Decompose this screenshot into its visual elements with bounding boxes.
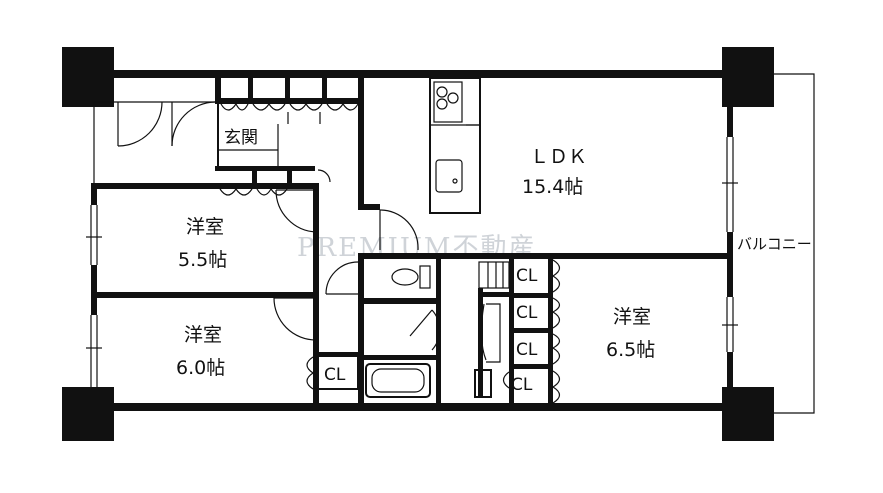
closet-label: CL [516,303,538,323]
balcony-outline [774,73,815,414]
column-top-right [722,47,774,107]
balcony-label: バルコニー [737,235,812,253]
wall-right-upper [727,107,733,137]
shoe-closet-post-4 [322,78,327,102]
closet-bed60-wall [316,352,362,357]
column-bottom-left [62,387,114,441]
wall-cl-col-right [548,256,553,366]
column-bottom-right [722,387,774,441]
cl-column-doors [502,259,561,404]
shoe-closet-post-1 [215,78,221,102]
wall-right-mid [727,232,733,297]
closet-label: CL [516,340,538,360]
bathtub-icon [365,363,431,398]
wall-bed55-bed60 [91,292,316,298]
ldk-door [379,209,419,251]
window-right-lower [722,297,738,352]
shoe-closet-post-2 [248,78,253,102]
wall-left-lower [91,265,97,315]
wall-bed55-top [91,183,316,189]
wall-cl-1-bottom [509,293,553,298]
wall-bath-top [358,355,438,360]
sink-icon [435,159,463,193]
wall-cl-3-bottom [509,364,553,369]
toilet-icon [391,265,431,289]
wall-bottom [114,403,722,411]
wall-wash-bar [478,292,514,297]
washbasin-icon [478,261,510,363]
closet-label: CL [511,375,533,395]
wall-cl-2-bottom [509,328,553,333]
window-left-upper [86,205,102,265]
window-right-upper [722,137,738,232]
wall-toilet-left [358,256,364,411]
wall-hall-ldk [358,78,364,208]
column-top-left [62,47,114,107]
closet-label: CL [324,365,346,385]
closet-bed55-doors [219,188,288,196]
closet-bed55-box [215,166,315,171]
entrance-door [117,101,216,147]
wall-toilet-bottom [358,298,440,304]
closet-bed55-post2 [287,166,292,186]
washroom-door [409,309,441,351]
bedroom-65-size: 6.5帖 [606,339,655,361]
bedroom-55-size: 5.5帖 [178,249,227,271]
bed55-door [275,189,317,233]
bedroom-65-name: 洋室 [613,306,651,328]
window-left-lower [86,315,102,387]
wall-wet-right [436,253,441,411]
wall-toilet-top [358,253,440,259]
bedroom-60-size: 6.0帖 [176,357,225,379]
entrance-label: 玄関 [224,128,258,148]
ldk-name: ＬＤＫ [530,146,587,168]
ldk-size: 15.4帖 [522,176,583,198]
wall-left-upper [91,185,97,205]
wall-cl-4-right [548,366,553,406]
wall-top [114,70,722,78]
shoe-closet-doors [220,103,359,124]
bedroom-55-name: 洋室 [186,216,224,238]
stove-icon [433,81,463,123]
toilet-door [325,261,359,295]
wall-ldk-bottom [436,253,730,259]
closet-label: CL [516,266,538,286]
closet-bed60-doors [306,356,314,390]
shoe-closet-post-3 [285,78,290,102]
washroom-cabinet [474,369,492,398]
wall-right-lower [727,352,733,387]
wall-wash-right [478,288,483,398]
wall-hall-ldk-return [358,204,380,210]
closet-bed55-post1 [252,166,257,186]
kitchen-counter [429,77,481,214]
bed60-door [273,297,317,341]
hall-door-top [317,169,331,183]
bedroom-60-name: 洋室 [184,324,222,346]
